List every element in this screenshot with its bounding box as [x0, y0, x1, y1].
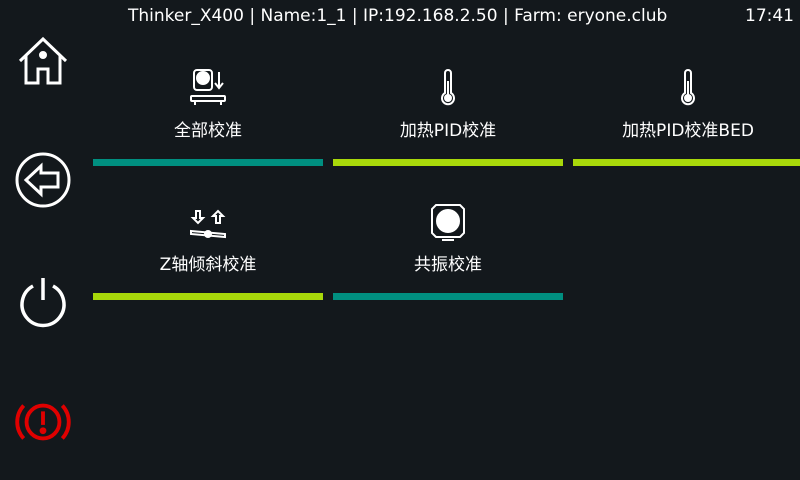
home-button[interactable] [14, 32, 72, 90]
calibrate-all-icon [190, 69, 226, 105]
tile-label: 共振校准 [414, 255, 482, 275]
thermometer-icon [441, 69, 455, 106]
tile-bar [333, 159, 563, 166]
home-icon [18, 36, 68, 85]
resonance-icon [431, 204, 465, 241]
power-button[interactable] [14, 272, 72, 330]
tile-label: 加热PID校准 [399, 121, 497, 141]
tile-calibrate-all[interactable]: 全部校准 [93, 62, 323, 172]
tile-heater-pid[interactable]: 加热PID校准 [333, 62, 563, 172]
tile-bar [93, 293, 323, 300]
tile-label: 加热PID校准BED [622, 121, 754, 141]
tile-bar [573, 159, 800, 166]
tile-z-tilt[interactable]: Z轴倾斜校准 [93, 196, 323, 306]
status-bar: Thinker_X400 | Name:1_1 | IP:192.168.2.5… [128, 6, 668, 26]
tile-label: Z轴倾斜校准 [159, 255, 257, 275]
emergency-stop-icon [15, 403, 71, 441]
power-icon [20, 278, 66, 328]
tile-bar [333, 293, 563, 300]
back-icon [15, 152, 71, 208]
tile-label: 全部校准 [174, 121, 242, 141]
back-button[interactable] [14, 151, 72, 209]
thermometer-icon [681, 69, 695, 106]
emergency-stop-button[interactable] [14, 393, 72, 451]
z-tilt-icon [190, 209, 226, 239]
tile-bar [93, 159, 323, 166]
tile-resonance[interactable]: 共振校准 [333, 196, 563, 306]
clock: 17:41 [745, 6, 794, 26]
tile-bed-pid[interactable]: 加热PID校准BED [573, 62, 800, 172]
